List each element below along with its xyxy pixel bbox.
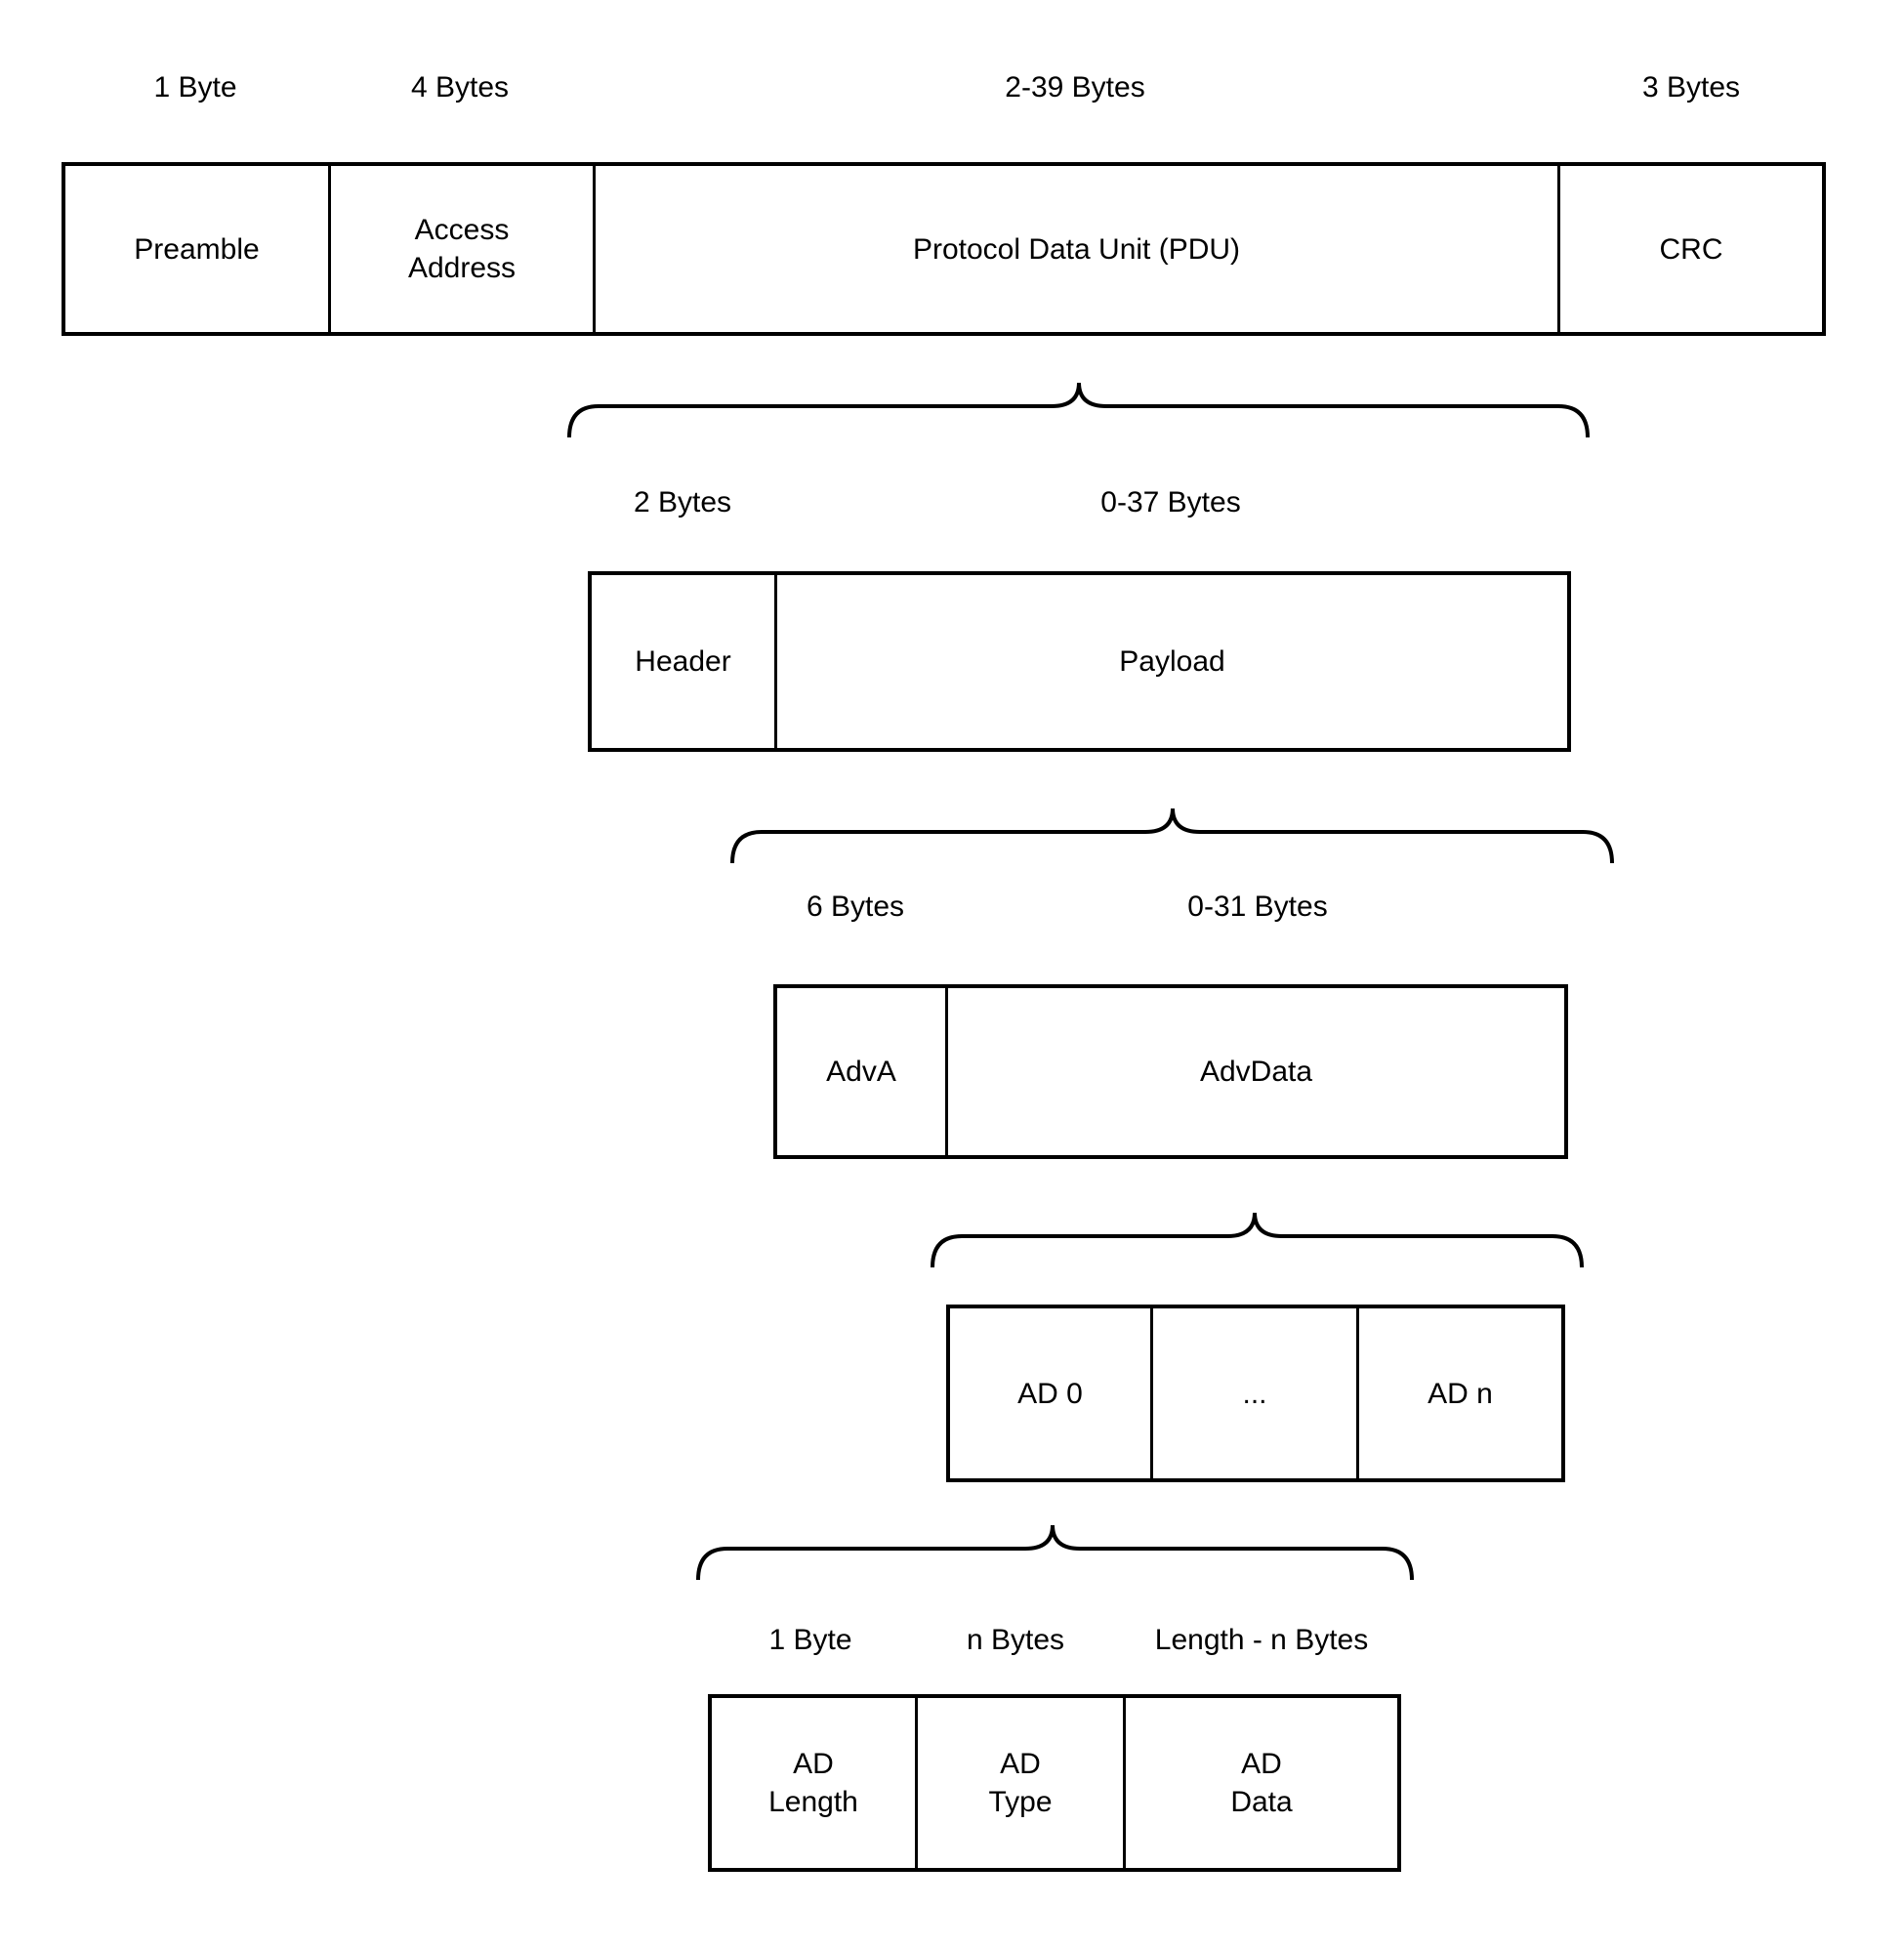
cell-adva: AdvA xyxy=(777,988,948,1155)
brace-advdata xyxy=(931,1212,1584,1268)
cell-header: Header xyxy=(592,575,777,748)
cell-preamble: Preamble xyxy=(65,166,331,332)
size-label-crc: 3 Bytes xyxy=(1641,71,1741,104)
advdata-row: AD 0 ... AD n xyxy=(946,1305,1565,1482)
size-label-access-address: 4 Bytes xyxy=(410,71,510,104)
pdu-row: Header Payload xyxy=(588,571,1571,752)
cell-ad-type: AD Type xyxy=(918,1698,1126,1868)
size-label-preamble: 1 Byte xyxy=(153,71,237,104)
cell-access-address: Access Address xyxy=(331,166,596,332)
size-label-ad-type: n Bytes xyxy=(966,1624,1065,1656)
cell-pdu: Protocol Data Unit (PDU) xyxy=(596,166,1560,332)
payload-row: AdvA AdvData xyxy=(773,984,1568,1159)
ad-structure-row: AD Length AD Type AD Data xyxy=(708,1694,1401,1872)
size-label-ad-length: 1 Byte xyxy=(768,1624,852,1656)
size-label-payload: 0-37 Bytes xyxy=(1100,486,1241,518)
cell-crc: CRC xyxy=(1659,232,1723,266)
cell-adn: AD n xyxy=(1428,1377,1493,1410)
cell-ad-length: AD Length xyxy=(712,1698,918,1868)
size-label-adva: 6 Bytes xyxy=(806,891,905,923)
size-label-ad-data: Length - n Bytes xyxy=(1154,1624,1369,1656)
packet-row: Preamble Access Address Protocol Data Un… xyxy=(62,162,1826,336)
size-label-pdu: 2-39 Bytes xyxy=(1005,71,1145,104)
brace-payload xyxy=(730,808,1614,864)
cell-ad0: AD 0 xyxy=(950,1308,1153,1478)
cell-ad-data: AD Data xyxy=(1230,1748,1293,1818)
cell-advdata: AdvData xyxy=(1199,1056,1313,1088)
cell-ellipsis: ... xyxy=(1153,1308,1359,1478)
cell-payload: Payload xyxy=(1119,645,1225,678)
brace-ad0 xyxy=(696,1524,1414,1581)
size-label-advdata: 0-31 Bytes xyxy=(1187,891,1328,923)
brace-pdu xyxy=(567,382,1590,438)
size-label-header: 2 Bytes xyxy=(633,486,732,518)
